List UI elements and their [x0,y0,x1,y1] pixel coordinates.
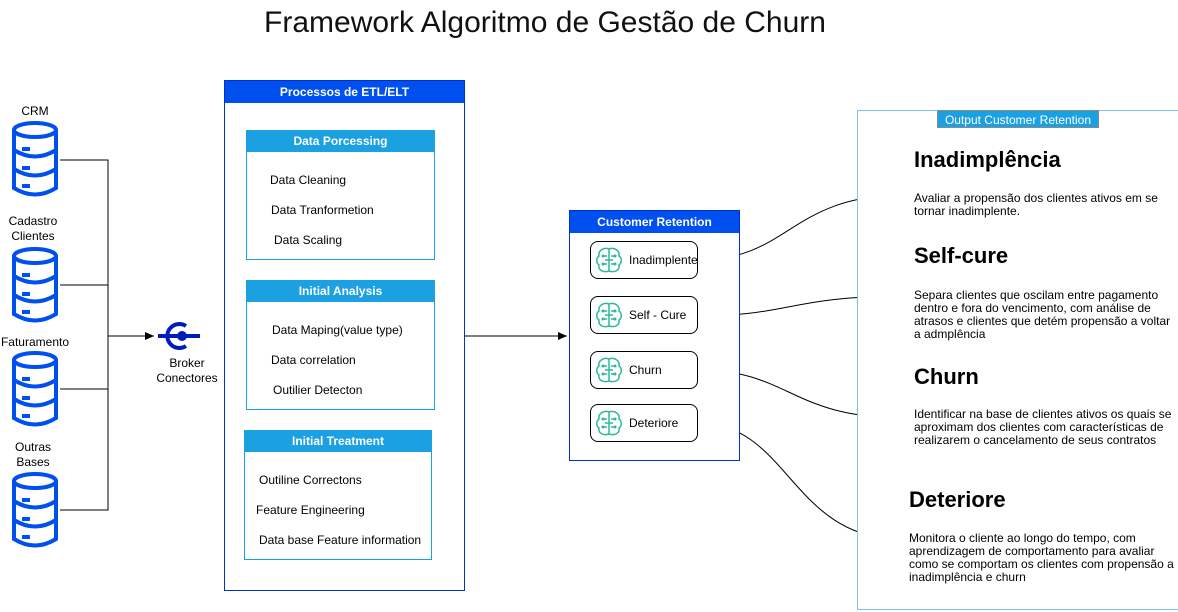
brain-ai-icon [596,410,622,436]
retention-item-deteriore: Deteriore [590,404,698,442]
etl-group-processing: Data Porcessing [246,130,435,260]
brain-ai-icon [596,357,622,383]
output-text-self-cure: Separa clientes que oscilam entre pagame… [914,288,1171,341]
etl-group-analysis: Initial Analysis [246,280,435,410]
etl-item: Data Cleaning [270,173,347,187]
broker-label: Broker Conectores [156,356,218,385]
retention-item-self-cure: Self - Cure [590,296,698,334]
source-label-crm: CRM [21,104,49,118]
etl-item: Data Scaling [274,233,343,247]
retention-item-inadimplente: Inadimplente [590,241,698,279]
output-title: Output Customer Retention [937,110,1099,128]
etl-item: Data base Feature information [259,533,422,547]
brain-ai-icon [596,302,622,328]
diagram-title: Framework Algoritmo de Gestão de Churn [264,6,826,39]
retention-item-label: Self - Cure [629,308,687,322]
output-heading-self-cure: Self-cure [914,243,1009,268]
database-icon [12,351,58,427]
etl-item: Data Maping(value type) [272,323,403,337]
etl-item: Outilier Detecton [273,383,363,397]
retention-item-label: Inadimplente [629,253,698,267]
database-icon [12,472,58,548]
etl-item: Feature Engineering [256,503,365,517]
etl-item: Data correlation [271,353,356,367]
source-label-faturamento: Faturamento [0,335,70,349]
etl-group-treatment: Initial Treatment [244,430,432,560]
output-text-inadimplencia: Avaliar a propensão dos clientes ativos … [914,191,1158,218]
retention-item-label: Churn [629,363,662,377]
output-heading-inadimplencia: Inadimplência [914,147,1061,172]
etl-item: Outiline Correctons [259,473,362,487]
database-icon [12,247,58,323]
retention-title: Customer Retention [570,211,739,233]
retention-item-label: Deteriore [629,416,679,430]
connector-icon [158,322,200,350]
output-heading-deteriore: Deteriore [909,487,1006,512]
etl-group-title: Initial Analysis [246,280,435,302]
output-text-churn: Identificar na base de clientes ativos o… [914,407,1172,447]
etl-title: Processos de ETL/ELT [225,81,464,103]
etl-group-title: Initial Treatment [244,430,432,452]
output-heading-churn: Churn [914,364,979,389]
output-container [857,110,1178,610]
output-text-deteriore: Monitora o cliente ao longo do tempo, co… [909,531,1174,584]
etl-group-title: Data Porcessing [246,130,435,152]
source-label-outras: Outras Bases [14,440,51,469]
database-icon [12,121,58,197]
source-label-cadastro: Cadastro Clientes [8,214,58,243]
brain-ai-icon [596,247,622,273]
retention-item-churn: Churn [590,351,698,389]
etl-item: Data Tranformetion [271,203,374,217]
